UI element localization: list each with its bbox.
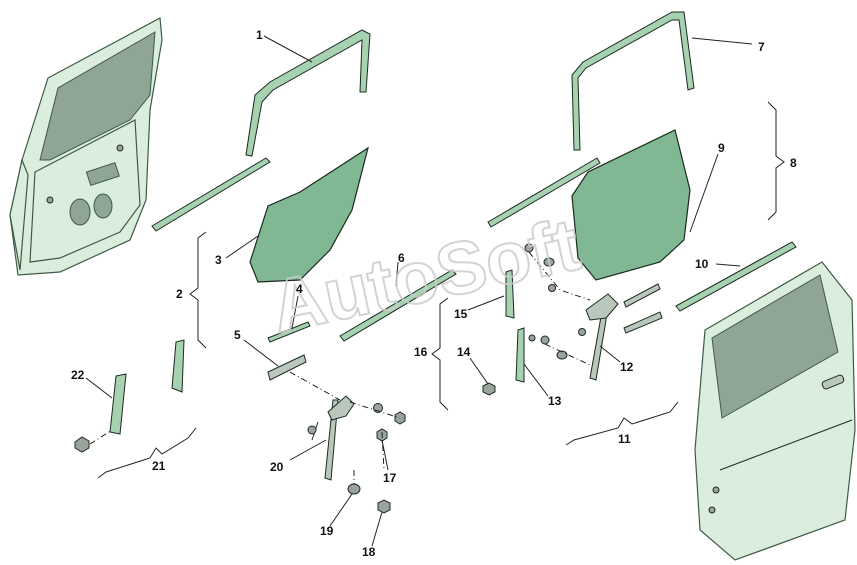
callout-15: 15 (454, 307, 468, 321)
part-outer-belt-strip-right (487, 157, 601, 228)
callout-1: 1 (256, 28, 263, 42)
callout-5: 5 (234, 328, 241, 342)
leader-lines (85, 35, 753, 547)
part-washer-right-3 (540, 335, 550, 345)
callout-21: 21 (152, 459, 166, 473)
part-21-bolt (74, 436, 90, 453)
callout-8: 8 (790, 156, 797, 170)
part-12-window-regulator-right (578, 283, 663, 381)
part-washer-right-4 (556, 350, 568, 360)
callout-9: 9 (718, 141, 725, 155)
callout-10: 10 (695, 257, 709, 271)
part-4-lower-strip (267, 321, 311, 343)
part-13-rear-channel (515, 327, 525, 383)
part-1-glass-run-channel (245, 29, 371, 157)
part-18-nut (377, 499, 391, 514)
callout-16: 16 (414, 345, 428, 359)
brackets (97, 101, 785, 479)
callout-22: 22 (71, 368, 85, 382)
part-14-bolt (482, 382, 496, 396)
assembly-lines (89, 251, 591, 484)
part-10-inner-belt-strip (675, 241, 797, 312)
part-2-lower-channel (171, 339, 185, 393)
callout-11: 11 (618, 432, 631, 446)
part-5-glass-holder (267, 354, 307, 381)
callout-20: 20 (270, 460, 284, 474)
callout-14: 14 (457, 345, 471, 359)
callout-labels: 1 2 3 4 5 6 7 8 9 10 11 12 13 14 15 16 1… (71, 28, 797, 559)
part-6-inner-belt-strip (339, 269, 457, 342)
callout-12: 12 (620, 360, 634, 374)
callout-13: 13 (548, 394, 562, 408)
callout-17: 17 (383, 471, 397, 485)
part-22-rear-channel (109, 373, 127, 435)
callout-3: 3 (215, 253, 222, 267)
callout-18: 18 (362, 545, 376, 559)
part-nut-right-2 (528, 334, 536, 342)
callout-2: 2 (176, 287, 183, 301)
callout-7: 7 (758, 40, 765, 54)
callout-6: 6 (398, 251, 405, 265)
part-20-window-regulator-left (307, 395, 355, 481)
right-door-outer-panel (694, 261, 856, 561)
part-15-channel (505, 269, 515, 319)
part-outer-belt-strip-left (151, 157, 271, 232)
part-9-door-glass-right (571, 129, 691, 281)
callout-4: 4 (296, 282, 303, 296)
part-3-door-glass-left (249, 146, 369, 283)
part-washer-right-2 (543, 257, 555, 267)
callout-19: 19 (320, 524, 334, 538)
part-7-glass-run-channel (571, 11, 695, 151)
part-19-washer (347, 483, 361, 495)
part-nut-right-1 (548, 284, 556, 292)
left-door-inner-panel (9, 17, 163, 276)
